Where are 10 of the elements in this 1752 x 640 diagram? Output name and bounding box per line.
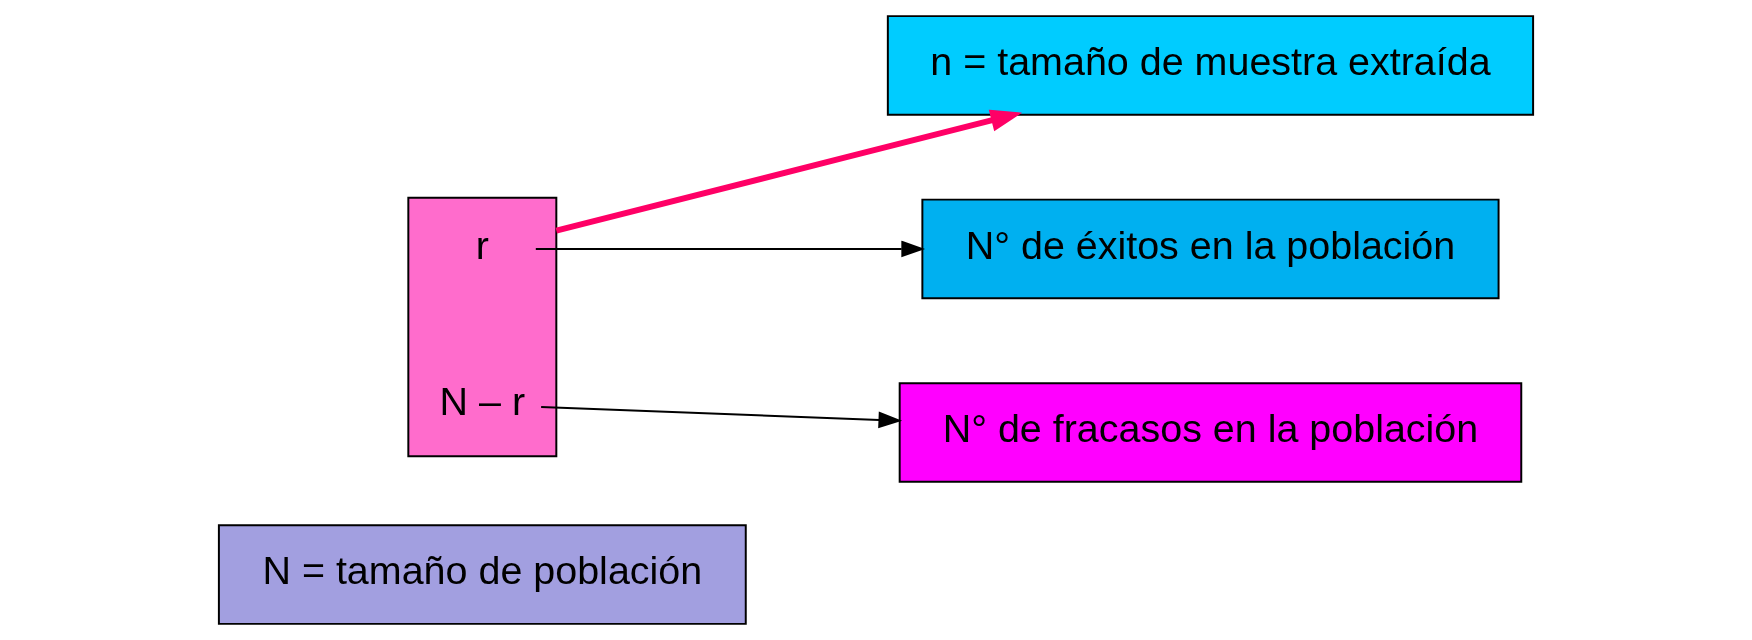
arrow — [555, 109, 1023, 234]
cluster — [407, 196, 558, 458]
node-text: N – r — [439, 378, 526, 423]
node-box: N = tamaño de población — [217, 524, 747, 625]
arrow — [534, 240, 926, 258]
node-text: r — [475, 222, 489, 267]
node-box: N° de éxitos en la población — [921, 198, 1500, 300]
arrow — [540, 406, 903, 429]
node-box: n = tamaño de muestra extraída — [886, 15, 1535, 116]
node-box: N° de fracasos en la población — [898, 382, 1523, 483]
